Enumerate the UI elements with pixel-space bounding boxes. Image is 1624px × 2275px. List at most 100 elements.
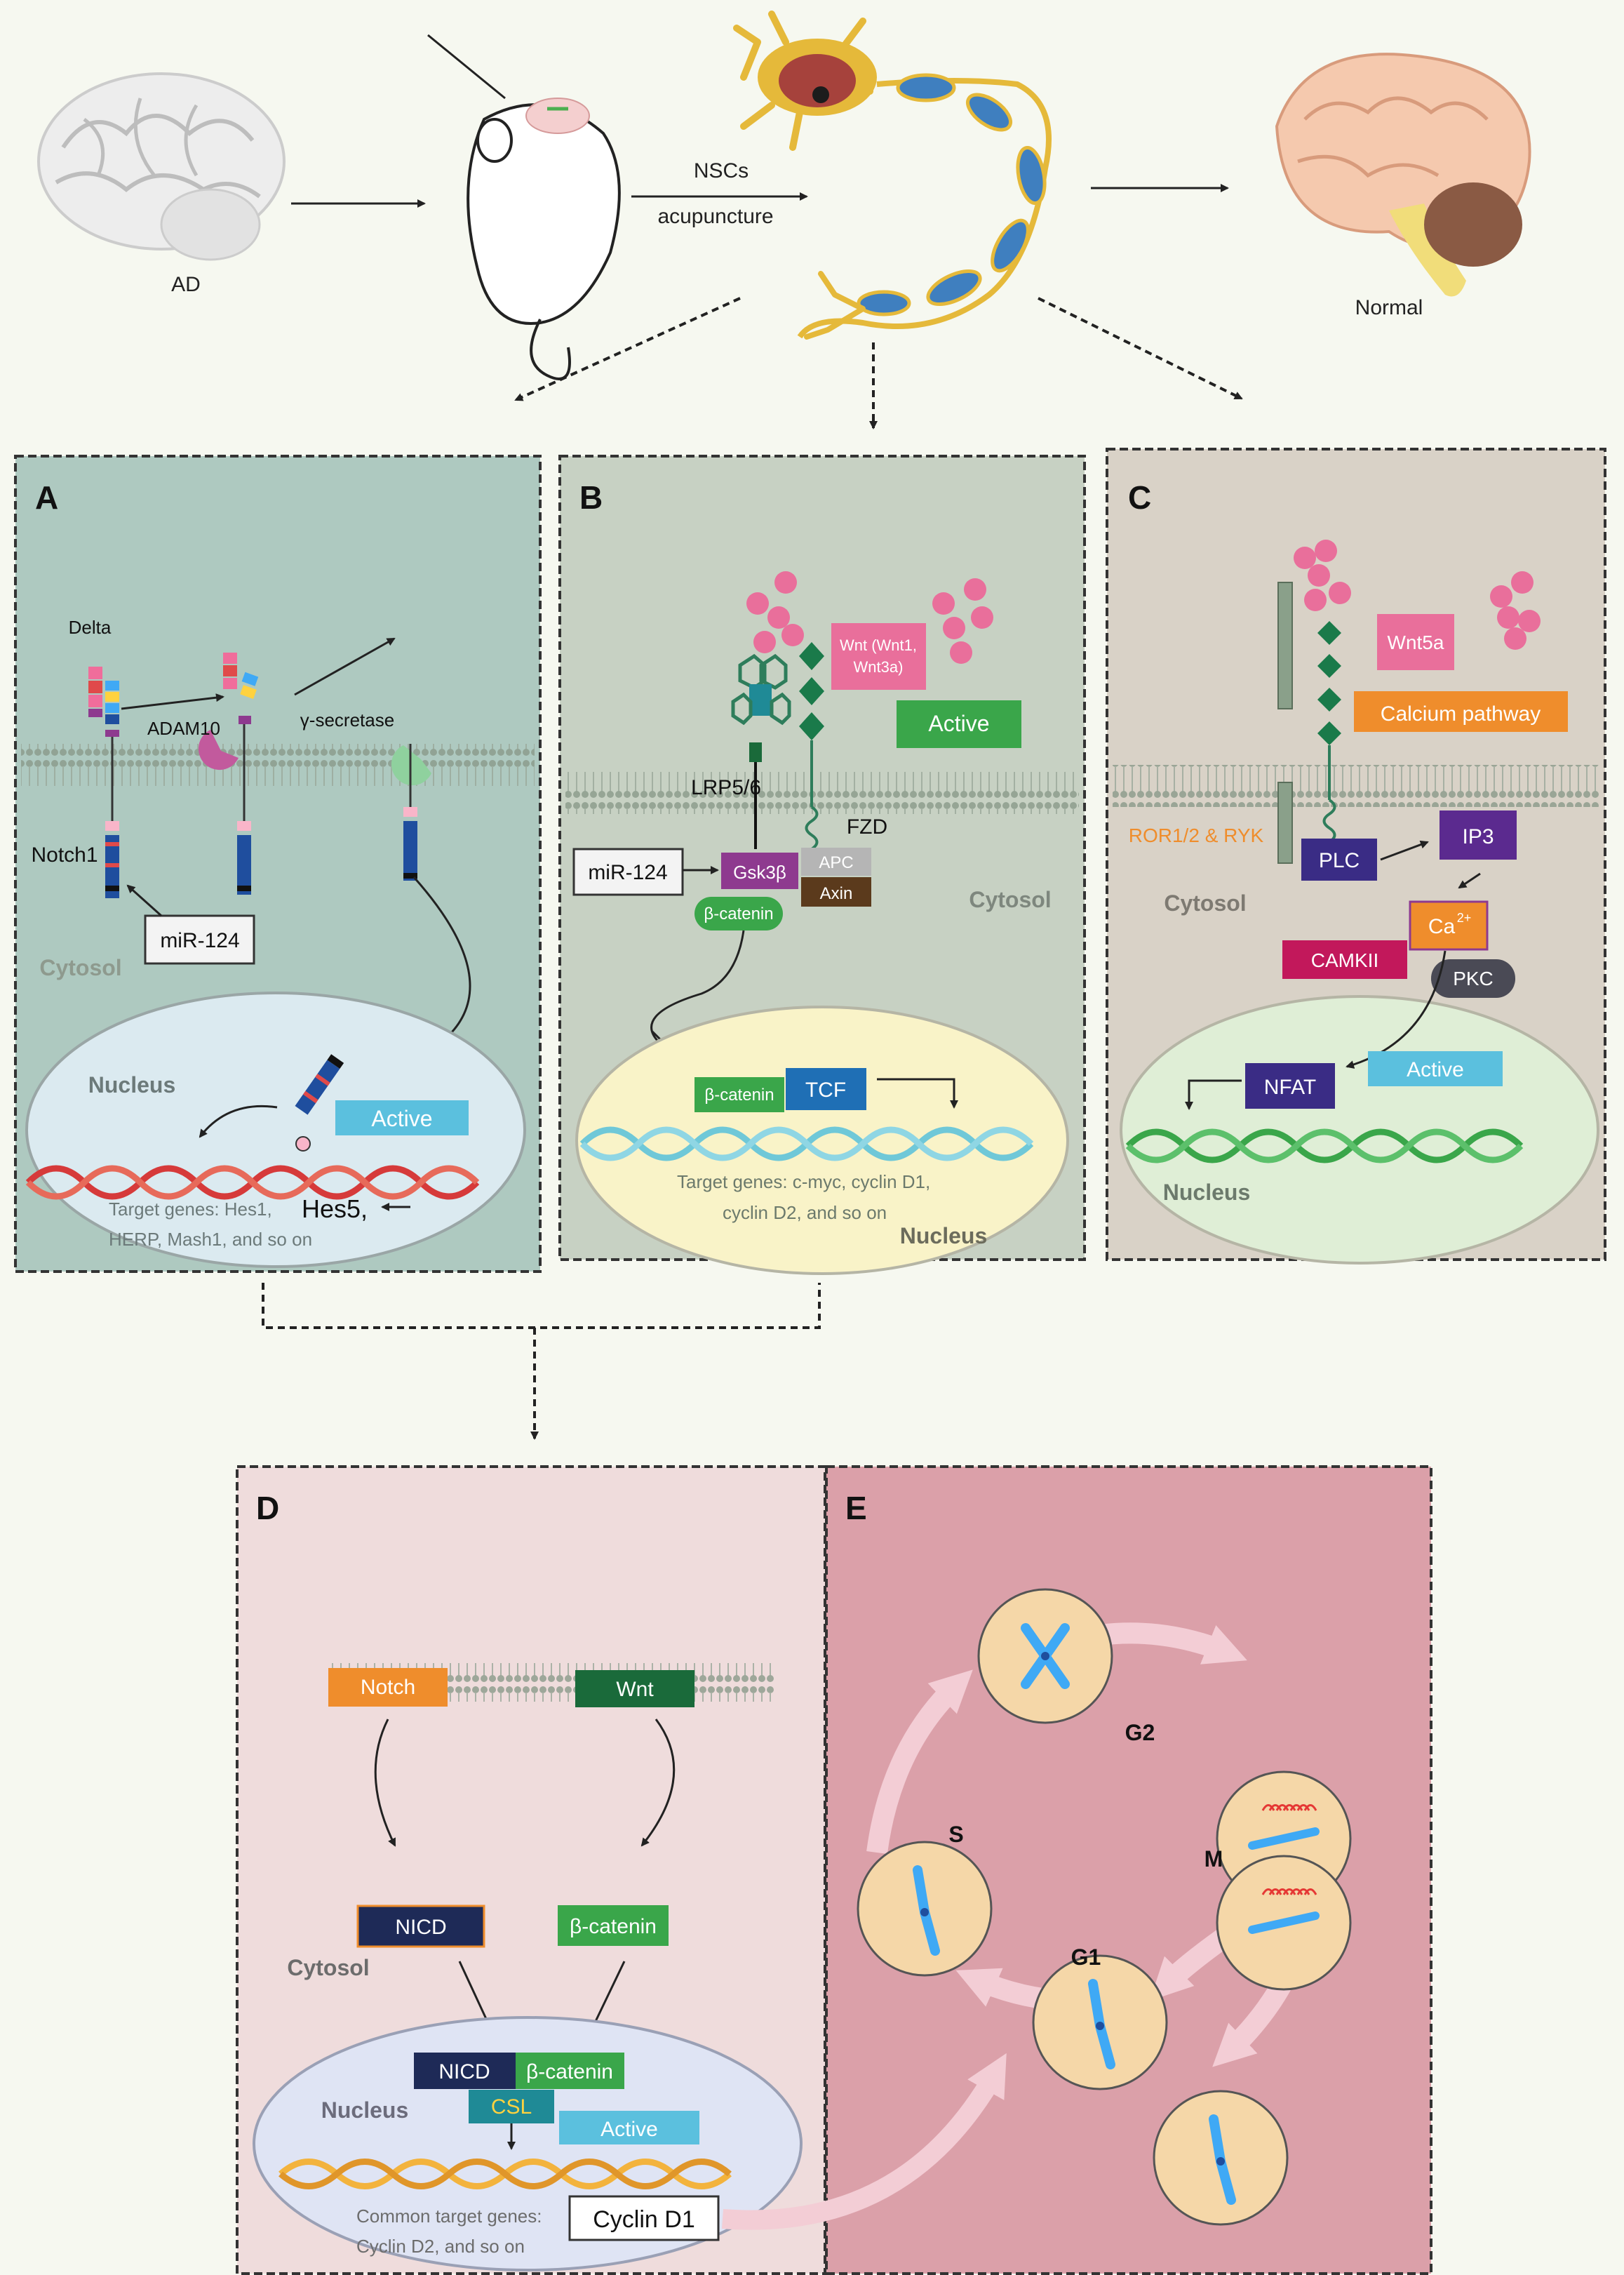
lrp-receptor bbox=[731, 653, 791, 849]
cyclin-d1-box bbox=[568, 2195, 720, 2241]
active-box-a bbox=[335, 1100, 469, 1135]
panel-a: A Delta ADAM10 bbox=[14, 455, 542, 1273]
panel-c-letter: C bbox=[1128, 479, 1151, 516]
active-label-b: Active bbox=[928, 711, 989, 736]
bcatenin-box-b-nucleus bbox=[694, 1077, 784, 1112]
tcf-label: TCF bbox=[805, 1079, 846, 1102]
dotted-arrow-c bbox=[1038, 297, 1243, 400]
nfat-label: NFAT bbox=[1264, 1076, 1316, 1099]
nucleus-c bbox=[1120, 995, 1599, 1265]
bcatenin-label-b-nucleus: β-catenin bbox=[704, 1086, 774, 1105]
wnt-ligands-b bbox=[746, 571, 993, 664]
csl-label: CSL bbox=[491, 2095, 532, 2119]
brain-ad-icon bbox=[37, 72, 286, 261]
panel-a-letter: A bbox=[35, 479, 58, 516]
nicd-box-d bbox=[356, 1904, 485, 1948]
nucleus-label-a: Nucleus bbox=[88, 1072, 175, 1098]
cell-daughter-icon bbox=[1153, 2090, 1289, 2226]
wnt-ligands-c bbox=[1294, 540, 1541, 650]
bcatenin-label-d-nucleus: β-catenin bbox=[526, 2060, 613, 2083]
camkii-label: CAMKII bbox=[1311, 949, 1378, 971]
mir124-label-b: miR-124 bbox=[588, 861, 667, 884]
axin-label: Axin bbox=[820, 884, 853, 903]
membrane-icon-b bbox=[565, 772, 1079, 814]
active-box-b bbox=[897, 700, 1021, 748]
notch-receptor-2 bbox=[223, 653, 259, 895]
wnt-label-b-line1: Wnt (Wnt1, bbox=[840, 636, 917, 654]
treatment-nscs: NSCs bbox=[694, 159, 749, 182]
neuron-icon bbox=[733, 11, 1052, 340]
phase-g2-label: G2 bbox=[1125, 1720, 1155, 1745]
dna-helix-icon-c bbox=[1125, 1128, 1524, 1163]
common-target-line1: Common target genes: bbox=[356, 2206, 542, 2227]
cycle-arrow-2 bbox=[866, 1669, 973, 1854]
target-genes-b-line1: Target genes: c-myc, cyclin D1, bbox=[677, 1171, 930, 1192]
panel-b-letter: B bbox=[579, 479, 603, 516]
active-box-d bbox=[559, 2111, 699, 2144]
calcium-ion-box bbox=[1409, 900, 1489, 951]
cytosol-label-d: Cytosol bbox=[287, 1955, 369, 1980]
gamma-secretase-label: γ-secretase bbox=[300, 709, 394, 730]
nicd-box-d-nucleus bbox=[414, 2053, 516, 2089]
membrane-icon bbox=[21, 744, 535, 786]
cell-g1-icon bbox=[1032, 1954, 1168, 2090]
cytosol-label-b: Cytosol bbox=[969, 887, 1051, 912]
nucleus-label-b: Nucleus bbox=[900, 1223, 987, 1248]
calcium-ion-sup: 2+ bbox=[1457, 911, 1472, 925]
membrane-icon-c bbox=[1113, 765, 1600, 807]
plc-box bbox=[1301, 839, 1377, 881]
apc-label: APC bbox=[819, 853, 853, 872]
cell-m-bottom-icon bbox=[1216, 1855, 1352, 1991]
calcium-pathway-label: Calcium pathway bbox=[1381, 702, 1541, 726]
cytosol-label-a: Cytosol bbox=[39, 955, 121, 980]
csl-box bbox=[469, 2090, 554, 2123]
arrow-cyclin-to-cycle bbox=[721, 2053, 1007, 2230]
cell-g2-icon bbox=[977, 1588, 1113, 1724]
panel-e-letter: E bbox=[845, 1490, 867, 1526]
pkc-box bbox=[1431, 959, 1515, 998]
nucleus-label-c: Nucleus bbox=[1163, 1180, 1250, 1205]
target-genes-b-line2: cyclin D2, and so on bbox=[723, 1202, 887, 1223]
gsk3b-box bbox=[721, 853, 798, 889]
dotted-arrow-a bbox=[514, 297, 741, 401]
axin-box bbox=[801, 877, 871, 907]
fzd-label: FZD bbox=[847, 815, 887, 839]
phase-s-label: S bbox=[948, 1822, 963, 1847]
tcf-box bbox=[786, 1068, 866, 1110]
cytosol-label-c: Cytosol bbox=[1164, 890, 1246, 916]
target-genes-a-line1: Target genes: Hes1, bbox=[109, 1199, 272, 1220]
wnt-label-b-line2: Wnt3a) bbox=[854, 658, 904, 676]
bcatenin-box-d bbox=[558, 1905, 669, 1946]
target-genes-a-line2: HERP, Mash1, and so on bbox=[109, 1229, 312, 1250]
nfat-box bbox=[1245, 1063, 1335, 1109]
adam10-label: ADAM10 bbox=[147, 718, 220, 739]
panel-d-drawing bbox=[253, 1719, 803, 2271]
calcium-pathway-box bbox=[1354, 691, 1568, 732]
bcatenin-label-b: β-catenin bbox=[704, 905, 773, 923]
frizzled-receptor-c bbox=[1317, 621, 1341, 843]
nicd-label-d: NICD bbox=[395, 1916, 446, 1939]
adam10-enzyme bbox=[198, 730, 239, 770]
gsk3b-label: Gsk3β bbox=[733, 862, 786, 883]
pkc-label: PKC bbox=[1453, 968, 1494, 989]
cyclin-d1-label: Cyclin D1 bbox=[593, 2206, 694, 2233]
nicd-label-d-nucleus: NICD bbox=[438, 2060, 490, 2083]
bcatenin-oval-b bbox=[694, 897, 783, 930]
mir124-label-a: miR-124 bbox=[160, 929, 239, 952]
ror-ryk-label: ROR1/2 & RYK bbox=[1129, 825, 1264, 846]
camkii-box bbox=[1282, 940, 1407, 979]
cell-s-icon bbox=[857, 1841, 993, 1977]
wnt-box-d bbox=[575, 1670, 694, 1707]
ip3-label: IP3 bbox=[1462, 825, 1494, 848]
mouse-icon bbox=[427, 34, 621, 380]
wnt-label-d: Wnt bbox=[616, 1678, 654, 1701]
bcatenin-box-d-nucleus bbox=[516, 2053, 624, 2089]
panel-c: C Wnt5a Calcium pathway ROR1/2 & RYK PLC bbox=[1106, 448, 1606, 1265]
notch-receptor-3 bbox=[403, 744, 417, 881]
calcium-ion-label: Ca bbox=[1428, 915, 1456, 938]
apc-box bbox=[801, 848, 871, 876]
phase-m-label: M bbox=[1204, 1846, 1223, 1872]
ad-label: AD bbox=[171, 273, 201, 296]
panel-d-content: Notch Wnt bbox=[328, 1668, 694, 1707]
